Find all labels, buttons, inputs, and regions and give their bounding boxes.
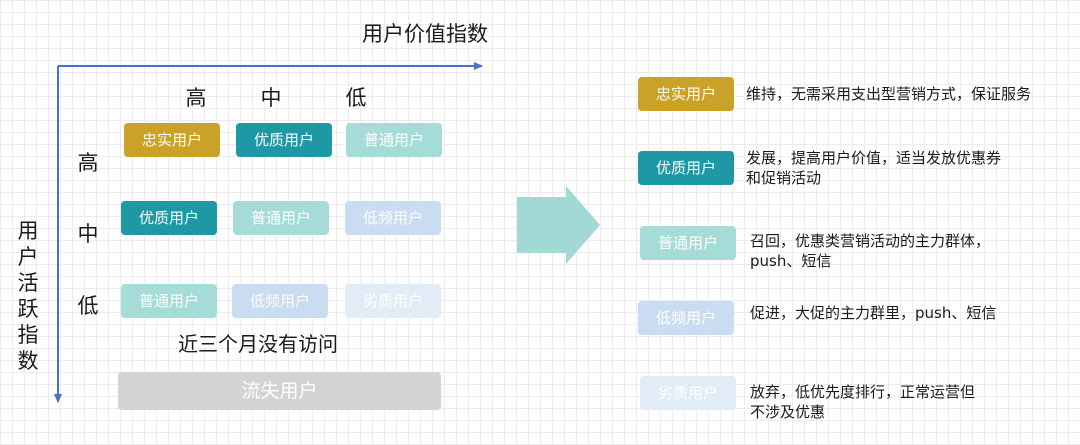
y-axis-title-char: 户: [17, 245, 39, 269]
transition-arrow: [517, 186, 600, 264]
matrix-cell-normal: 普通用户: [233, 201, 329, 235]
legend-desc-line: 放弃，低优先度排行，正常运营但: [750, 383, 976, 401]
legend-tag-loyal: 忠实用户: [638, 77, 734, 111]
legend-tag-lowfreq: 低频用户: [638, 301, 734, 335]
column-header-mid: 中: [260, 86, 282, 110]
x-axis-title: 用户价值指数: [362, 22, 488, 46]
row-header-high: 高: [77, 151, 99, 175]
y-axis-title-char: 数: [17, 349, 39, 373]
legend-desc-line: 不涉及优惠: [750, 403, 826, 421]
legend-desc-line: 促进，大促的主力群里，push、短信: [750, 304, 997, 322]
matrix-cell-lowfreq: 低频用户: [345, 201, 441, 235]
legend-desc-line: 发展，提高用户价值，适当发放优惠券: [746, 149, 1002, 167]
matrix-cell-lowfreq: 低频用户: [232, 284, 328, 318]
column-header-low: 低: [345, 86, 367, 110]
churn-user-bar: 流失用户: [118, 372, 441, 410]
legend-desc-line: push、短信: [750, 252, 832, 270]
y-axis-title-char: 用: [17, 219, 39, 243]
legend-desc-line: 召回，优惠类营销活动的主力群体，: [750, 232, 991, 250]
matrix-cell-normal: 普通用户: [121, 284, 217, 318]
legend-desc-normal: 召回，优惠类营销活动的主力群体， push、短信: [750, 231, 990, 271]
matrix-cell-quality: 优质用户: [121, 201, 217, 235]
legend-desc-lowfreq: 促进，大促的主力群里，push、短信: [750, 303, 996, 323]
row-header-low: 低: [77, 294, 99, 318]
matrix-cell-loyal: 忠实用户: [124, 123, 220, 157]
matrix-cell-quality: 优质用户: [236, 123, 332, 157]
legend-tag-poor: 劣质用户: [640, 376, 736, 410]
legend-tag-normal: 普通用户: [640, 226, 736, 260]
row-header-mid: 中: [77, 222, 99, 246]
legend-desc-loyal: 维持，无需采用支出型营销方式，保证服务: [746, 84, 1031, 104]
y-axis-title-char: 活: [17, 271, 39, 295]
legend-desc-quality: 发展，提高用户价值，适当发放优惠券 和促销活动: [746, 148, 1001, 188]
y-axis-title-char: 指: [17, 323, 39, 347]
matrix-cell-normal: 普通用户: [346, 123, 442, 157]
legend-desc-line: 维持，无需采用支出型营销方式，保证服务: [746, 85, 1032, 103]
legend-tag-quality: 优质用户: [638, 151, 734, 185]
recent-inactivity-note: 近三个月没有访问: [178, 332, 338, 356]
y-axis-title: 用 户 活 跃 指 数: [16, 218, 40, 374]
matrix-cell-poor: 劣质用户: [345, 284, 441, 318]
y-axis-title-char: 跃: [17, 297, 39, 321]
legend-desc-poor: 放弃，低优先度排行，正常运营但 不涉及优惠: [750, 382, 975, 422]
legend-desc-line: 和促销活动: [746, 169, 822, 187]
column-header-high: 高: [185, 86, 207, 110]
